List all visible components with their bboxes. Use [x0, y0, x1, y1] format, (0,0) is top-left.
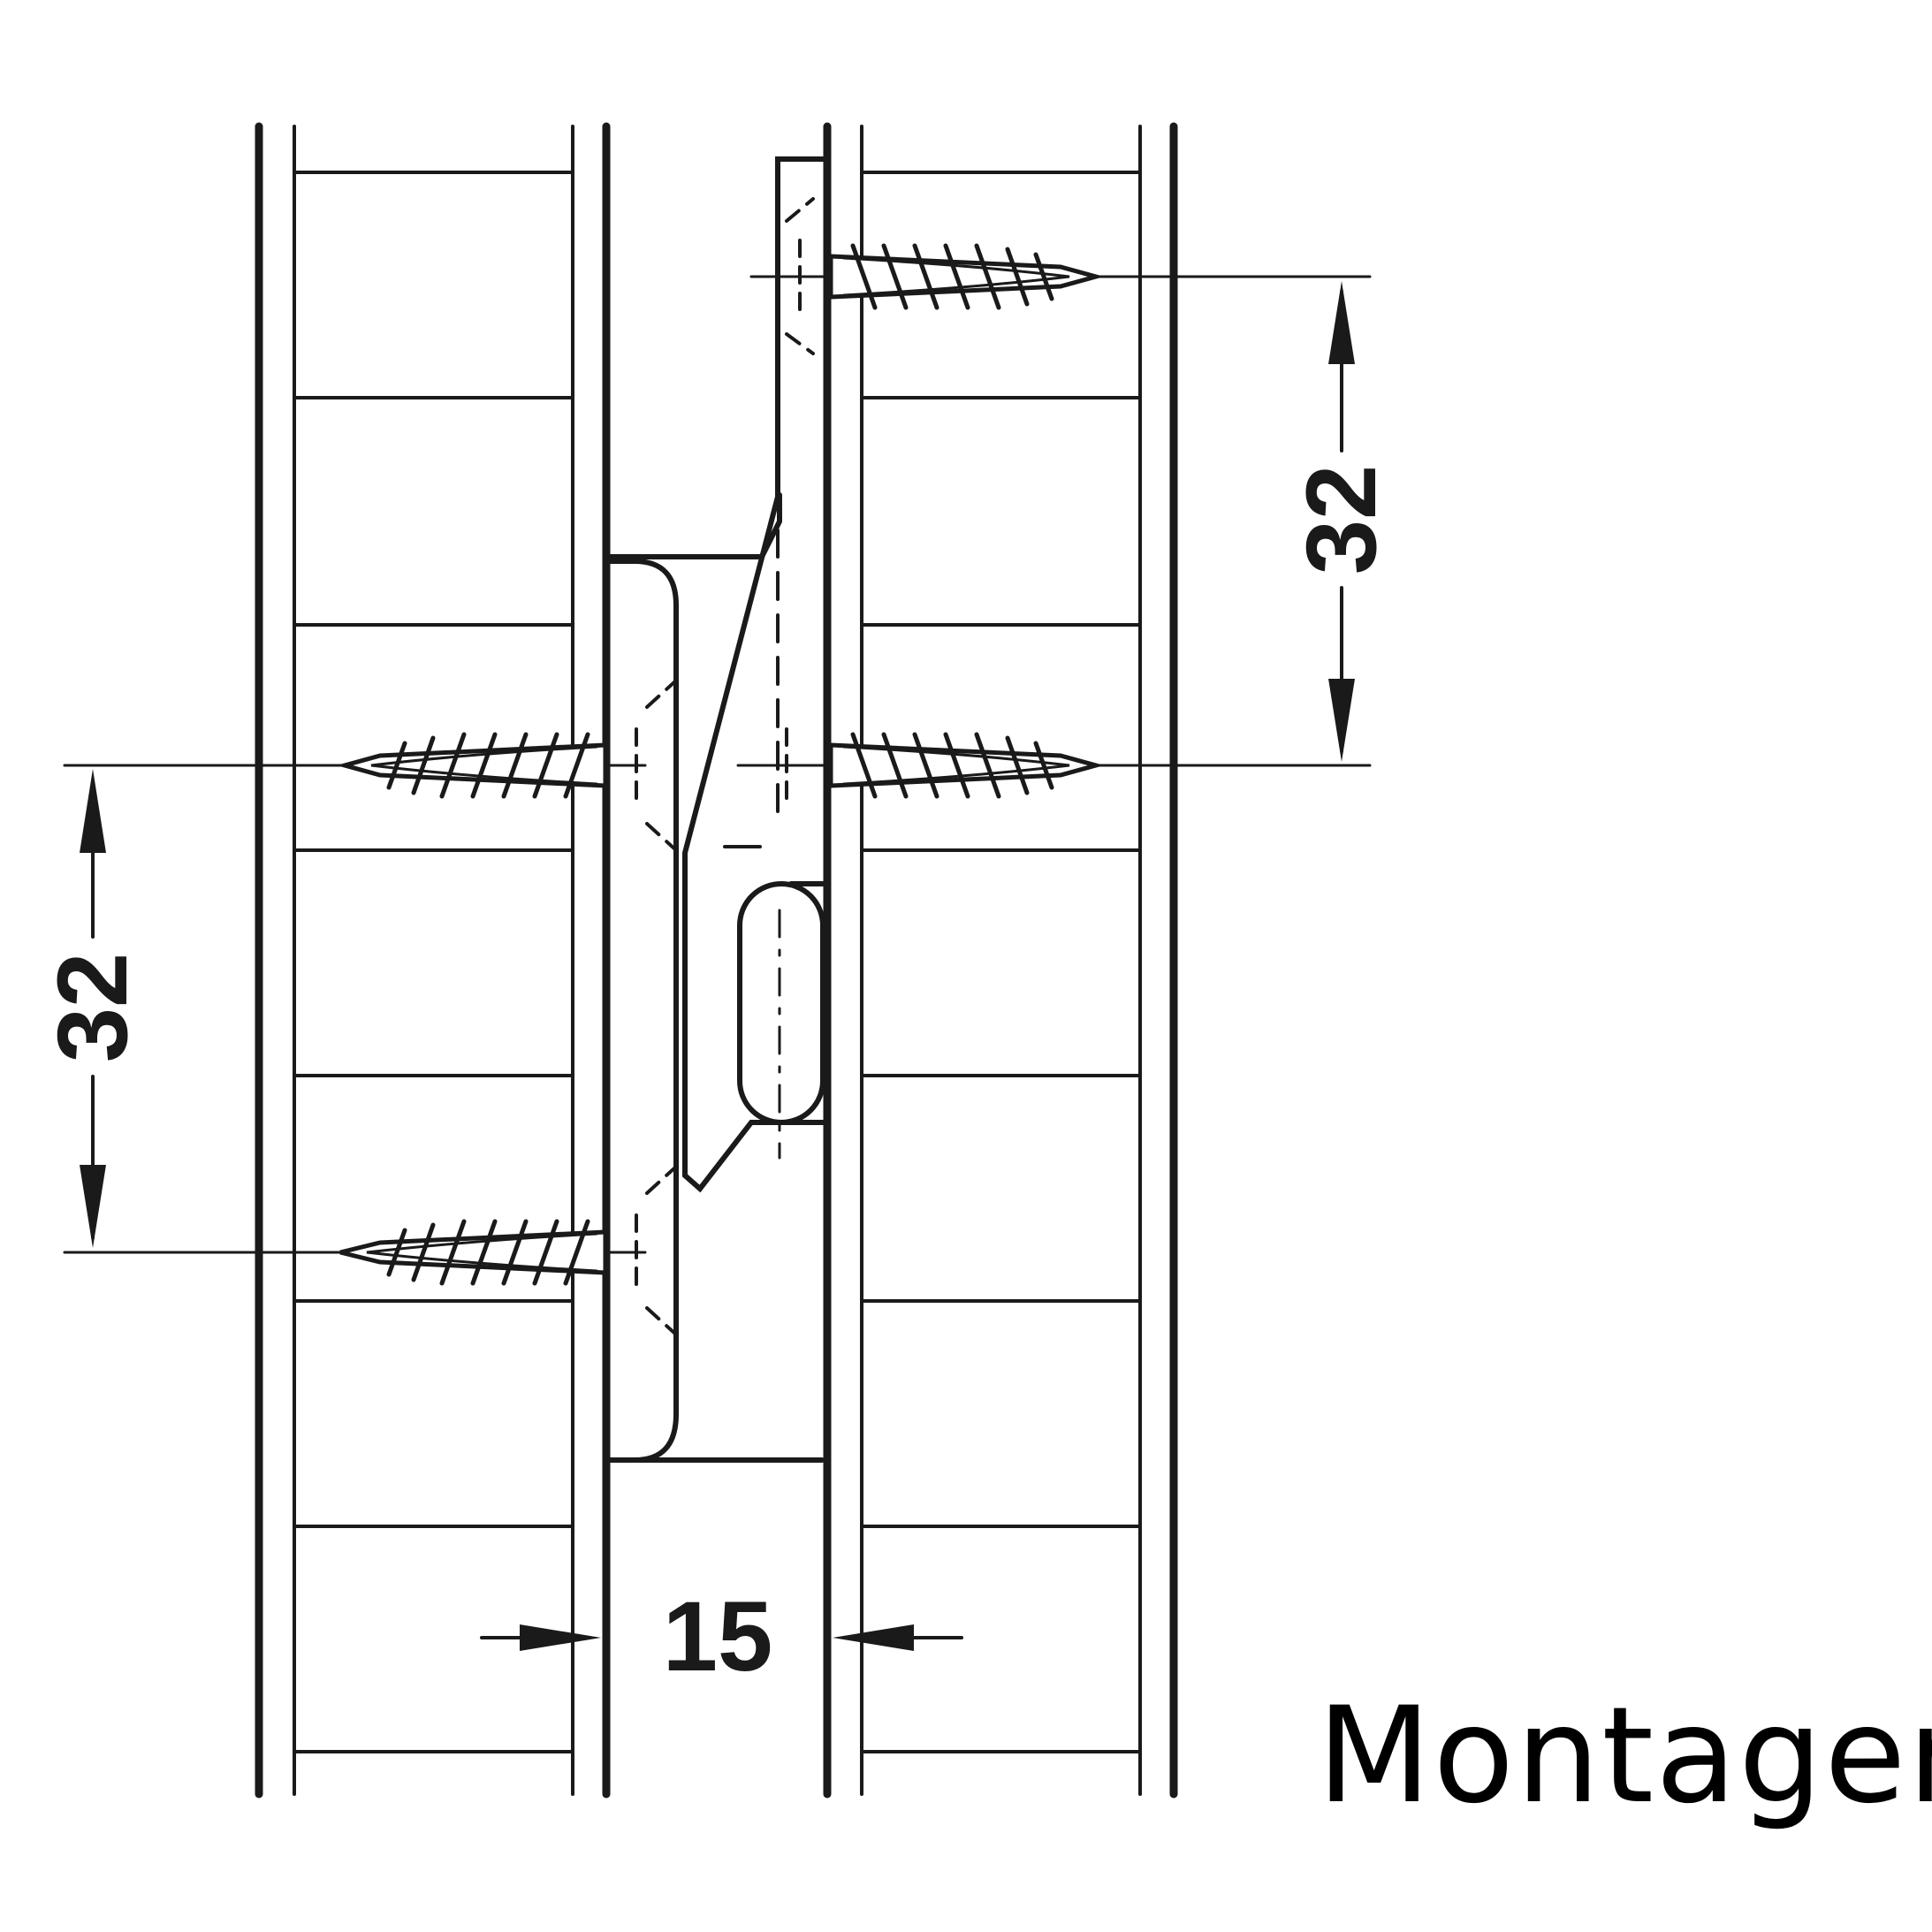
right-panel	[823, 122, 1178, 1799]
arrow-down-right	[1328, 679, 1355, 762]
dimension-label-left: 32	[37, 953, 148, 1063]
left-panel	[255, 122, 611, 1799]
arrow-right-gap	[520, 1624, 601, 1651]
arrow-up-left	[80, 769, 106, 853]
screw-left-lower	[339, 1219, 608, 1286]
arrow-down-left	[80, 1165, 106, 1248]
dimension-label-right: 32	[1286, 465, 1396, 575]
dimension-label-gap: 15	[663, 1581, 773, 1692]
arrow-up-right	[1328, 281, 1355, 364]
left-connector-plate	[605, 492, 825, 1463]
screw-right-middle	[828, 732, 1105, 799]
screw-right-top	[828, 243, 1105, 310]
right-connector-plate	[682, 156, 825, 1193]
screw-left-upper	[336, 732, 608, 799]
dimension-arrowheads	[80, 281, 1355, 1651]
arrow-left-gap	[833, 1624, 914, 1651]
caption: Montagem	[1317, 1679, 1932, 1833]
screw-hole-markers	[635, 197, 815, 1336]
